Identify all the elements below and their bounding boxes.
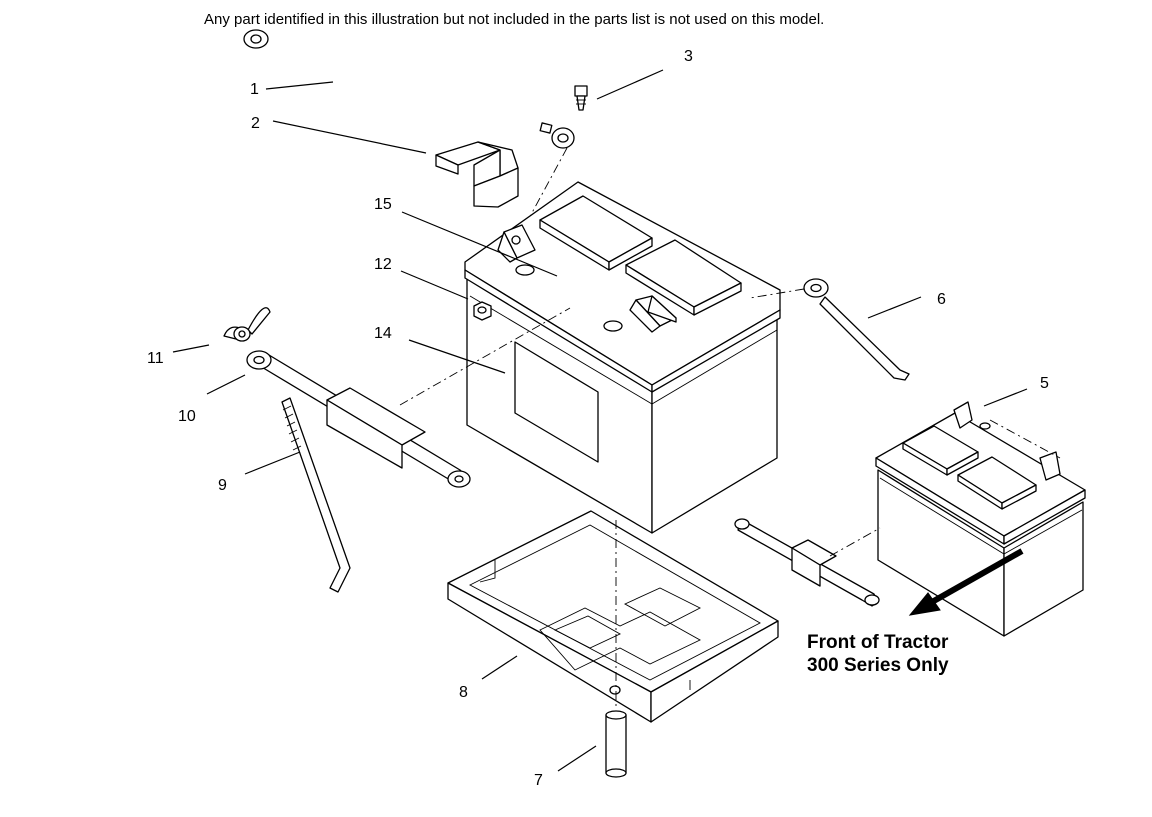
small-bracket-alignment-line	[829, 527, 881, 557]
battery-part-14	[464, 181, 781, 534]
callout-11: 11	[147, 350, 164, 367]
front-label-line-2: 300 Series Only	[807, 655, 949, 676]
front-direction-arrow-icon	[908, 548, 1024, 616]
leader-lines	[172, 69, 1028, 772]
callout-8: 8	[459, 684, 468, 701]
bolt-part-3	[574, 85, 588, 111]
hold-down-rod-part-9	[281, 397, 351, 593]
terminal-boot-part-2	[435, 141, 519, 208]
bracket-alignment-line	[399, 307, 571, 406]
front-label-line-1: Front of Tractor	[807, 632, 949, 653]
callout-3: 3	[684, 48, 693, 65]
callout-15: 15	[374, 196, 392, 213]
battery-5-alignment-line	[989, 419, 1061, 459]
battery-cable-part-1	[243, 29, 575, 149]
callout-6: 6	[937, 291, 946, 308]
callout-9: 9	[218, 477, 227, 494]
hold-down-bracket-part-15	[246, 350, 471, 488]
small-hold-down-bracket	[734, 518, 880, 607]
diagram-note: Any part identified in this illustration…	[204, 11, 824, 28]
callout-5: 5	[1040, 375, 1049, 392]
battery-tray-part-8	[447, 510, 779, 723]
pin-part-7	[605, 710, 627, 778]
callout-numbers: 1 2 3 5 6 7 8 9 10 11 12 14 15	[147, 48, 1049, 789]
callout-7: 7	[534, 772, 543, 789]
cable-6-alignment-line	[749, 288, 805, 299]
nut-part-12	[473, 301, 492, 321]
callout-14: 14	[374, 325, 392, 342]
callout-2: 2	[251, 115, 260, 132]
battery-cable-part-6	[803, 278, 910, 381]
callout-1: 1	[250, 81, 259, 98]
callout-12: 12	[374, 256, 392, 273]
wing-nut-part-11	[223, 307, 271, 342]
battery-part-5	[875, 401, 1086, 637]
callout-10: 10	[178, 408, 196, 425]
